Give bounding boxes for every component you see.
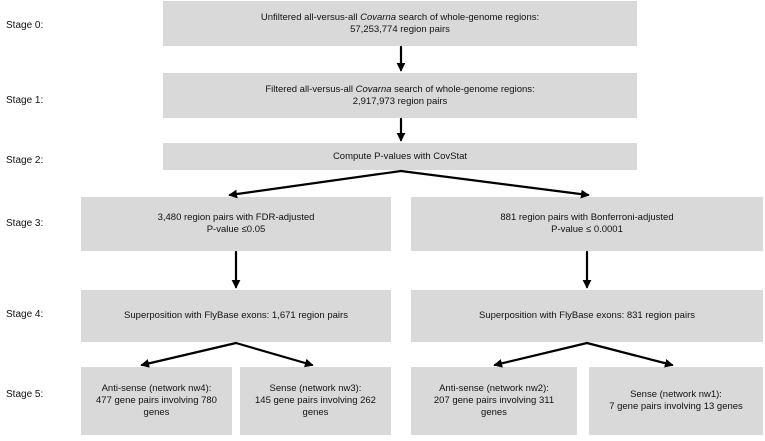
stage5-nw2-line2: 207 gene pairs involving 311 [433, 395, 555, 406]
stage5-nw2-box: Anti-sense (network nw2): 207 gene pairs… [411, 367, 577, 435]
stage5-nw1-line2: 7 gene pairs involving 13 genes [609, 401, 743, 412]
arrow-stage4-to-nw4 [140, 341, 238, 368]
stage3-right-line2: P-value ≤ 0.0001 [551, 224, 623, 235]
arrow-stage2-to-3-right [399, 169, 590, 199]
stage-label-0: Stage 0: [6, 20, 44, 31]
stage5-nw4-line2: 477 gene pairs involving 780 [96, 395, 217, 406]
stage4-right-box: Superposition with FlyBase exons: 831 re… [411, 290, 763, 342]
stage-label-1: Stage 1: [6, 95, 44, 106]
stage1-line1: Filtered all-versus-all Covarna search o… [265, 83, 535, 95]
stage1-box: Filtered all-versus-all Covarna search o… [163, 73, 637, 118]
stage4-left-box: Superposition with FlyBase exons: 1,671 … [81, 290, 391, 342]
stage5-nw3-line3: genes [302, 407, 329, 418]
stage5-nw3-line2: 145 gene pairs involving 262 [255, 395, 376, 406]
arrow-stage4-to-nw2 [493, 341, 589, 368]
stage-label-3: Stage 3: [6, 218, 44, 229]
stage5-nw1-line1: Sense (network nw1): [630, 389, 722, 400]
stage3-right-line1: 881 region pairs with Bonferroni-adjuste… [500, 212, 674, 223]
stage1-line2: 2,917,973 region pairs [352, 95, 448, 107]
stage5-nw1-box: Sense (network nw1): 7 gene pairs involv… [589, 367, 763, 435]
stage4-left-line1: Superposition with FlyBase exons: 1,671 … [124, 310, 348, 321]
arrow-stage2-to-3-left [228, 169, 403, 199]
stage-label-2: Stage 2: [6, 155, 44, 166]
stage0-box: Unfiltered all-versus-all Covarna search… [163, 1, 637, 46]
stage5-nw4-line1: Anti-sense (network nw4): [101, 383, 212, 394]
stage4-right-line1: Superposition with FlyBase exons: 831 re… [479, 310, 695, 321]
stage5-nw3-line1: Sense (network nw3): [269, 383, 362, 394]
stage5-nw2-line1: Anti-sense (network nw2): [439, 383, 549, 394]
stage-label-4: Stage 4: [6, 309, 44, 320]
arrow-stage4-to-nw3 [234, 341, 314, 368]
stage3-right-box: 881 region pairs with Bonferroni-adjuste… [411, 197, 763, 251]
stage5-nw4-box: Anti-sense (network nw4): 477 gene pairs… [81, 367, 232, 435]
stage3-left-line1: 3,480 region pairs with FDR-adjusted [157, 212, 315, 223]
arrow-stage4-to-nw1 [585, 341, 674, 368]
stage0-line1: Unfiltered all-versus-all Covarna search… [260, 11, 540, 23]
stage2-box: Compute P-values with CovStat [163, 143, 637, 170]
stage5-nw2-line3: genes [481, 407, 507, 418]
stage0-line2: 57,253,774 region pairs [350, 23, 450, 35]
stage5-nw4-line3: genes [143, 407, 170, 418]
stage2-line1: Compute P-values with CovStat [332, 150, 468, 162]
stage-label-5: Stage 5: [6, 389, 44, 400]
stage3-left-line2: P-value ≤0.05 [206, 224, 266, 235]
stage5-nw3-box: Sense (network nw3): 145 gene pairs invo… [240, 367, 391, 435]
stage3-left-box: 3,480 region pairs with FDR-adjusted P-v… [81, 197, 391, 251]
